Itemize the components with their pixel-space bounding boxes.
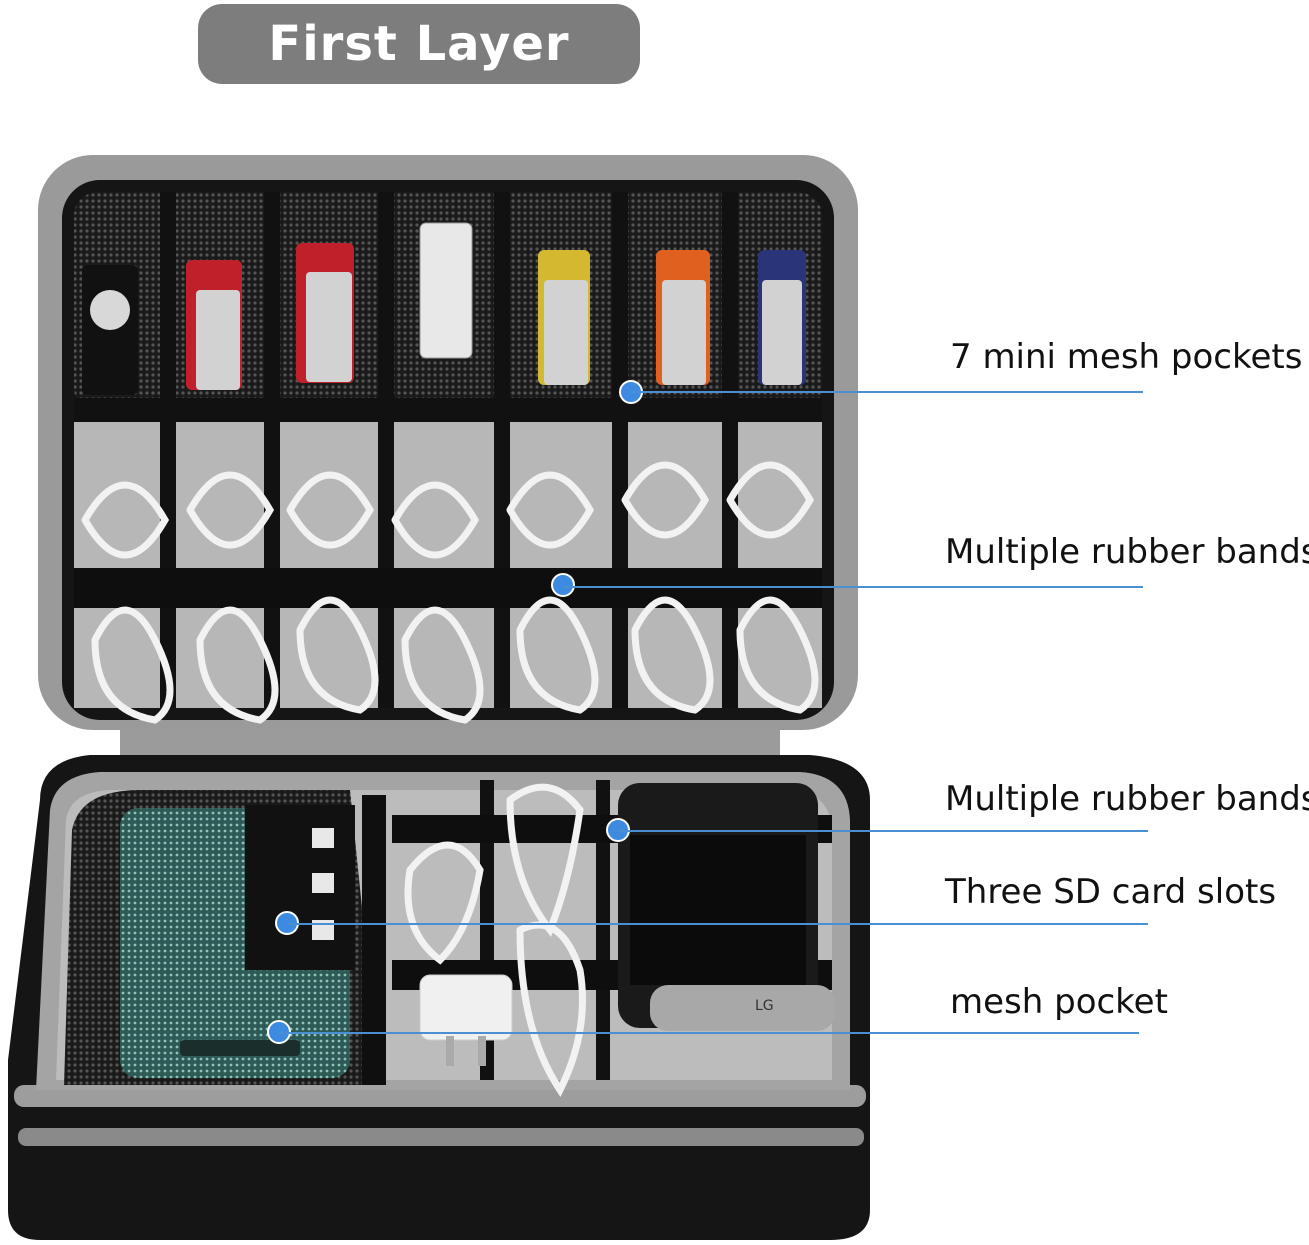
callout-line-1 bbox=[631, 391, 1143, 393]
title-badge: First Layer bbox=[198, 4, 640, 84]
base-stripe-2 bbox=[18, 1128, 864, 1146]
base-stripe-1 bbox=[14, 1085, 866, 1107]
callout-line-5 bbox=[279, 1032, 1139, 1034]
lid-rubber-band bbox=[74, 568, 822, 608]
title-text: First Layer bbox=[268, 16, 570, 72]
phone-brand-text: LG bbox=[755, 998, 774, 1014]
callout-line-3 bbox=[618, 830, 1148, 832]
callout-label-3: Multiple rubber bands bbox=[945, 779, 1309, 819]
callout-label-2: Multiple rubber bands bbox=[945, 532, 1309, 572]
callout-dot-2 bbox=[551, 573, 575, 597]
sd-slot-panel bbox=[245, 805, 355, 970]
phone-bottom bbox=[650, 985, 835, 1031]
product-photo: LG bbox=[8, 155, 870, 1240]
callout-label-5: mesh pocket bbox=[950, 982, 1168, 1022]
hinge bbox=[120, 728, 780, 756]
callout-line-2 bbox=[563, 586, 1143, 588]
lid-cables bbox=[81, 461, 819, 724]
callout-label-1: 7 mini mesh pockets bbox=[950, 337, 1303, 377]
callout-label-4: Three SD card slots bbox=[945, 872, 1277, 912]
charger bbox=[419, 974, 513, 1041]
callout-line-4 bbox=[287, 923, 1148, 925]
usb-drives bbox=[82, 222, 806, 395]
